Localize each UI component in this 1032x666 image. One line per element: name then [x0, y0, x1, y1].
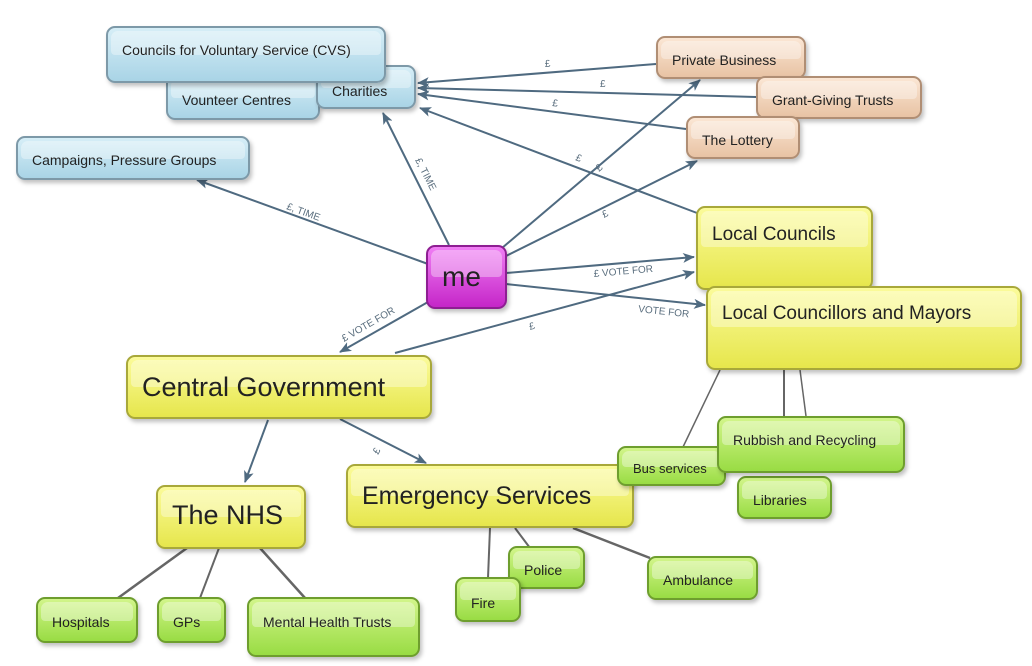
edge-label-me-private: £	[594, 162, 606, 174]
node-label: Rubbish and Recycling	[733, 432, 877, 448]
tree-line-emergency-fire	[487, 527, 491, 579]
edge-me-councillors	[505, 283, 706, 309]
node-label: Emergency Services	[362, 482, 592, 510]
node-police[interactable]: Police	[508, 546, 585, 589]
node-bus-services[interactable]: Bus services	[617, 446, 726, 486]
node-label: Mental Health Trusts	[263, 614, 392, 630]
edge-me-campaigns	[196, 179, 429, 265]
edge-me-central	[339, 301, 429, 353]
node-label: Fire	[471, 595, 496, 611]
node-the-lottery[interactable]: The Lottery	[686, 116, 800, 159]
node-ambulance[interactable]: Ambulance	[647, 556, 758, 600]
node-label: Campaigns, Pressure Groups	[32, 152, 217, 168]
edge-label-grant: £	[600, 79, 606, 90]
node-label: Police	[524, 562, 563, 578]
edge-me-charities	[382, 112, 450, 246]
edge-central-emergency	[339, 418, 427, 464]
tree-line-emergency-ambulance	[572, 526, 651, 560]
edge-label-me-lottery: £	[600, 208, 610, 221]
node-gps[interactable]: GPs	[157, 597, 226, 643]
edge-central-nhs	[244, 419, 269, 483]
node-local-councillors-mayors[interactable]: Local Councillors and Mayors	[706, 286, 1022, 370]
node-label: Councils for Voluntary Service (CVS)	[122, 42, 351, 58]
node-central-government[interactable]: Central Government	[126, 355, 432, 419]
node-the-nhs[interactable]: The NHS	[156, 485, 306, 549]
node-label: Hospitals	[52, 614, 110, 630]
edge-label-local: £	[574, 153, 584, 165]
tree-line-nhs-gps	[199, 547, 220, 599]
node-label: Central Government	[142, 372, 386, 402]
node-private-business[interactable]: Private Business	[656, 36, 806, 79]
node-libraries[interactable]: Libraries	[737, 476, 832, 519]
edge-local-charities	[419, 107, 698, 214]
node-campaigns[interactable]: Campaigns, Pressure Groups	[16, 136, 250, 180]
node-label: Vounteer Centres	[182, 92, 291, 108]
edge-label-private: £	[544, 59, 551, 70]
edge-label-me-local: £ VOTE FOR	[593, 264, 653, 280]
node-local-councils[interactable]: Local Councils	[696, 206, 873, 290]
node-label: Private Business	[672, 52, 777, 68]
node-label: Local Councillors and Mayors	[722, 303, 972, 324]
edge-label-me-councillors: VOTE FOR	[638, 304, 690, 320]
edge-label-lottery: £	[552, 98, 559, 110]
node-label: Local Councils	[712, 224, 836, 245]
node-cvs[interactable]: Councils for Voluntary Service (CVS)	[106, 26, 386, 83]
node-label: Charities	[332, 83, 388, 99]
node-hospitals[interactable]: Hospitals	[36, 597, 138, 643]
edge-me-local-councils	[505, 252, 695, 274]
edge-lottery-charities	[417, 90, 687, 130]
node-label: me	[442, 261, 481, 292]
edge-private-charities	[417, 63, 657, 88]
node-rubbish-recycling[interactable]: Rubbish and Recycling	[717, 416, 905, 473]
edge-me-private	[501, 79, 701, 249]
node-label: Bus services	[633, 461, 707, 476]
node-label: Libraries	[753, 492, 807, 508]
tree-line-nhs-hospitals	[117, 546, 188, 600]
edge-central-local	[394, 270, 695, 354]
edge-label-me-campaigns: £, TIME	[285, 201, 322, 223]
edge-label-central-local: £	[528, 321, 537, 333]
node-fire[interactable]: Fire	[455, 577, 521, 622]
tree-line-councillors-libraries	[799, 369, 807, 417]
edge-label-me-charities: £, TIME	[412, 156, 438, 192]
edge-grant-charities	[417, 83, 757, 98]
tree-line-emergency-police	[514, 527, 531, 549]
node-grant-giving-trusts[interactable]: Grant-Giving Trusts	[756, 76, 922, 119]
node-label: Grant-Giving Trusts	[772, 92, 894, 108]
node-label: GPs	[173, 614, 201, 630]
node-label: The Lottery	[702, 132, 773, 148]
edge-label-central-emergency: £	[371, 446, 384, 457]
tree-line-councillors-bus	[682, 369, 721, 448]
node-emergency-services[interactable]: Emergency Services	[346, 464, 634, 528]
tree-line-nhs-mental	[259, 547, 306, 599]
node-mental-health-trusts[interactable]: Mental Health Trusts	[247, 597, 420, 657]
edge-me-lottery	[505, 160, 698, 257]
node-label: Ambulance	[663, 572, 734, 588]
node-me[interactable]: me	[426, 245, 507, 309]
node-label: The NHS	[172, 500, 284, 530]
